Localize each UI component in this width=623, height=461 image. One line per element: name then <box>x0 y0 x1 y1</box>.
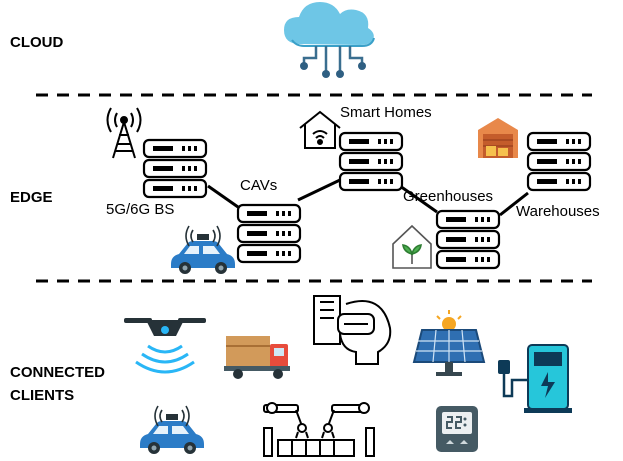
warehouse-icon <box>478 118 518 158</box>
connected-car-icon <box>170 225 236 275</box>
thermostat-icon <box>436 406 478 452</box>
ev-charger-icon <box>498 344 572 413</box>
layer-label-cloud: CLOUD <box>10 34 64 51</box>
server-warehouses-icon <box>526 131 592 192</box>
node-label-smart-homes: Smart Homes <box>340 104 432 121</box>
server-smart-homes-icon <box>338 131 404 192</box>
cloud-network-icon <box>284 2 375 78</box>
layer-label-clients-line1: CONNECTED <box>10 364 106 381</box>
vr-headset-icon <box>313 295 392 365</box>
node-label-warehouses: Warehouses <box>516 203 600 220</box>
server-cavs-icon <box>236 203 302 264</box>
node-label-cavs: CAVs <box>240 177 278 194</box>
greenhouse-icon <box>392 224 432 269</box>
robot-arms-icon <box>263 402 375 457</box>
node-label-greenhouses: Greenhouses <box>403 188 494 205</box>
connected-car-client-icon <box>139 405 205 455</box>
layer-label-edge: EDGE <box>10 189 53 206</box>
solar-panel-icon <box>412 310 486 376</box>
drone-icon <box>124 318 206 374</box>
server-greenhouses-icon <box>435 209 501 270</box>
edge-links <box>207 178 529 217</box>
cell-tower-icon <box>106 107 142 159</box>
delivery-truck-icon <box>224 336 290 379</box>
node-label-bs: 5G/6G BS <box>106 201 175 218</box>
smart-home-icon <box>299 110 341 149</box>
layer-label-clients-line2: CLIENTS <box>10 387 75 404</box>
server-bs-icon <box>142 138 208 199</box>
